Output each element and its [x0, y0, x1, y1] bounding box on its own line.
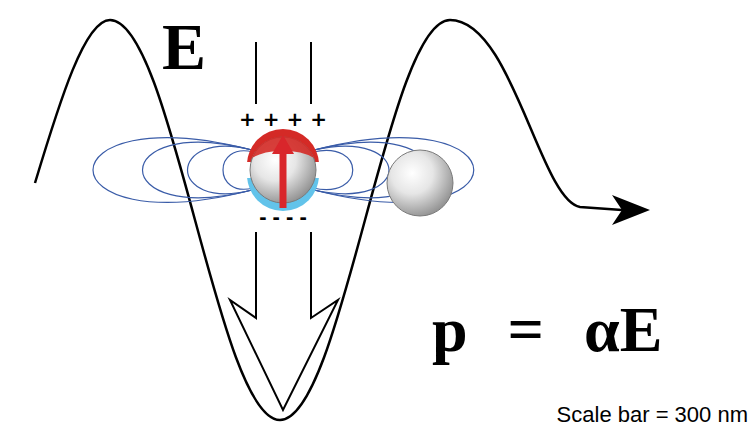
- field-line: [188, 146, 253, 193]
- negative-charges: - - - -: [259, 206, 307, 228]
- field-line: [314, 146, 389, 193]
- scale-bar-note: Scale bar = 300 nm: [557, 404, 748, 426]
- field-line: [93, 138, 252, 203]
- field-line: [313, 150, 353, 189]
- dipole-arrowhead: [272, 135, 294, 154]
- dipole-equation: p = αE: [432, 298, 662, 362]
- force-arrow: [230, 232, 338, 410]
- positive-charges: + + + +: [239, 109, 327, 129]
- field-line: [143, 142, 253, 198]
- dipole-arrow: [280, 150, 287, 208]
- arrow-tail-line: [255, 42, 257, 104]
- field-symbol: E: [162, 14, 206, 80]
- arrow-tail-line: [310, 42, 312, 104]
- neighbour-sphere: [387, 150, 453, 216]
- curve-arrowhead: [612, 195, 650, 225]
